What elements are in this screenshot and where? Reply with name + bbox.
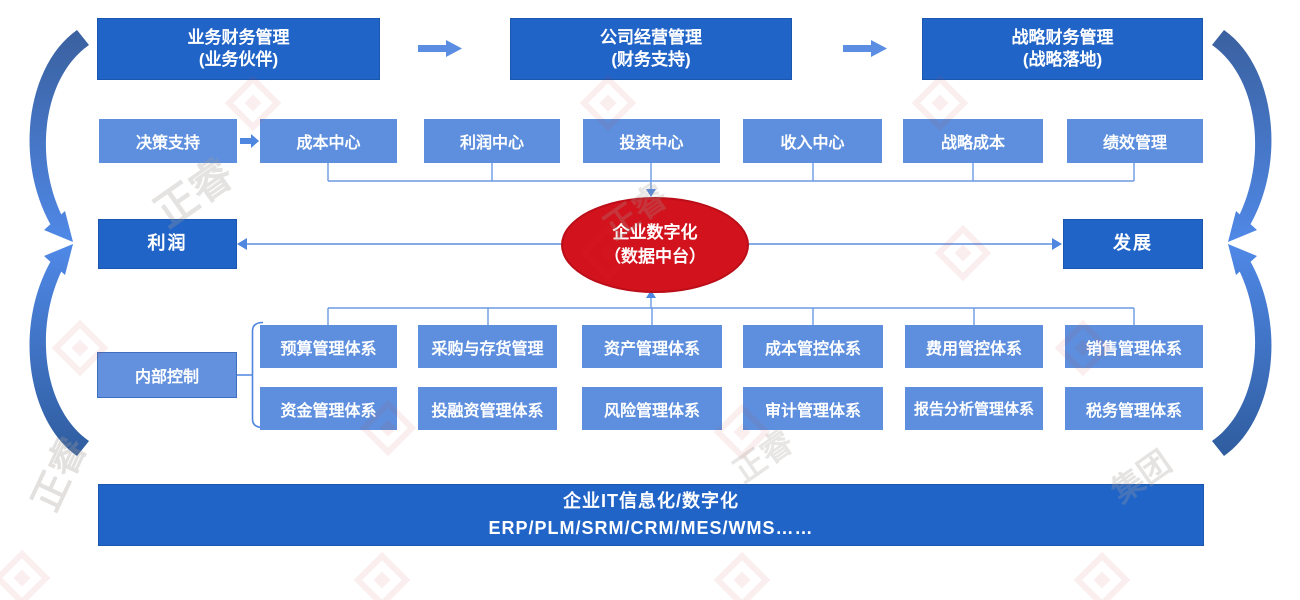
box-line: 公司经营管理 [600, 27, 702, 47]
box-risk-system: 风险管理体系 [582, 387, 722, 430]
ellipse-enterprise-digitalization: 企业数字化 （数据中台） [561, 197, 749, 293]
box-line: 战略财务管理 [1011, 27, 1114, 47]
box-capital-system: 资金管理体系 [260, 387, 397, 430]
box-cost-control-system: 成本管控体系 [743, 325, 883, 368]
curved-arrow-left-bottom [29, 244, 89, 456]
hub-line: （数据中台） [604, 247, 706, 266]
box-report-analysis-system: 报告分析管理体系 [905, 387, 1043, 430]
hub-line: 企业数字化 [612, 223, 698, 243]
arrowhead-down-icon [646, 189, 656, 197]
curved-arrow-right-top [1212, 30, 1272, 242]
curved-arrow-left-top [29, 30, 89, 242]
box-sales-system: 销售管理体系 [1065, 325, 1203, 368]
development-link-arrow [745, 238, 1062, 250]
box-decision-support: 决策支持 [99, 119, 237, 163]
watermark-text: 正睿 [24, 431, 96, 518]
box-procurement-inventory: 采购与存货管理 [418, 325, 557, 368]
box-tax-system: 税务管理体系 [1065, 387, 1203, 430]
bar-line: ERP/PLM/SRM/CRM/MES/WMS…… [488, 518, 814, 538]
box-revenue-center: 收入中心 [743, 119, 882, 163]
bar-line: 企业IT信息化/数字化 [563, 491, 739, 511]
box-business-finance-management: 业务财务管理 (业务伙伴) [97, 18, 380, 80]
box-development: 发展 [1063, 219, 1203, 269]
lower-connector-tree [327, 296, 1135, 325]
profit-link-arrow [237, 238, 563, 250]
box-line: 业务财务管理 [187, 27, 290, 47]
box-company-operation-management: 公司经营管理 (财务支持) [510, 18, 792, 80]
box-profit-center: 利润中心 [424, 119, 560, 163]
box-line: (业务伙伴) [198, 50, 279, 69]
box-cost-center: 成本中心 [260, 119, 397, 163]
box-budget-system: 预算管理体系 [260, 325, 397, 368]
box-investment-financing-system: 投融资管理体系 [418, 387, 557, 430]
box-line: (财务支持) [611, 50, 691, 69]
box-strategic-cost: 战略成本 [903, 119, 1043, 163]
decision-support-arrow-icon [240, 134, 259, 148]
box-profit: 利润 [98, 219, 237, 269]
box-expense-control-system: 费用管控体系 [905, 325, 1043, 368]
box-internal-control: 内部控制 [97, 352, 237, 398]
box-line: (战略落地) [1022, 50, 1103, 69]
box-strategic-finance-management: 战略财务管理 (战略落地) [922, 18, 1203, 80]
box-asset-system: 资产管理体系 [582, 325, 722, 368]
bar-enterprise-it: 企业IT信息化/数字化 ERP/PLM/SRM/CRM/MES/WMS…… [98, 484, 1204, 546]
box-investment-center: 投资中心 [583, 119, 720, 163]
curved-arrow-right-bottom [1212, 244, 1272, 456]
box-performance-management: 绩效管理 [1067, 119, 1203, 163]
box-audit-system: 审计管理体系 [743, 387, 883, 430]
upper-connector-tree [327, 163, 1135, 191]
